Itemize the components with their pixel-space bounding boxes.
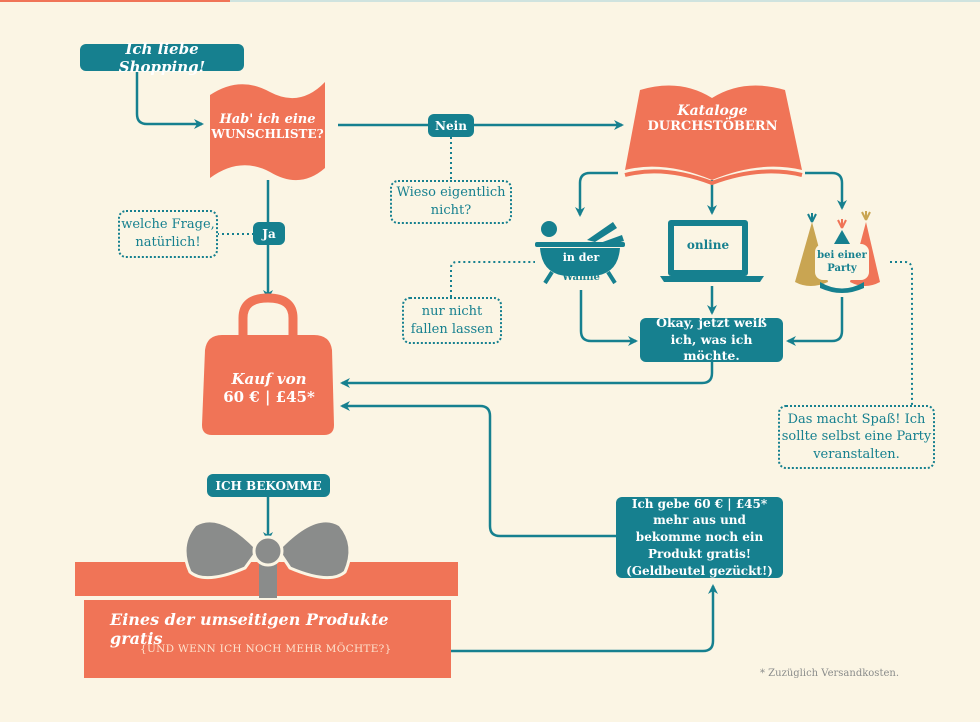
wishlist-flag-shape bbox=[210, 82, 325, 181]
gift-box bbox=[84, 600, 451, 678]
arrow-party-to-decided bbox=[786, 297, 844, 346]
question-line1: Hab' ich eine bbox=[219, 112, 316, 127]
bath-comment: nur nicht fallen lassen bbox=[402, 297, 502, 344]
purchase-line1: Kauf von bbox=[231, 370, 307, 388]
footnote: * Zuzüglich Versandkosten. bbox=[760, 668, 899, 679]
laptop-icon bbox=[660, 220, 764, 282]
no-label: Nein bbox=[428, 114, 474, 137]
wishlist-question: Hab' ich eine WUNSCHLISTE? bbox=[210, 112, 325, 141]
purchase-line2: 60 € | £45* bbox=[223, 388, 315, 406]
arrow-decided-to-bag bbox=[340, 362, 714, 388]
arrow-gift-to-more bbox=[450, 584, 718, 653]
shopping-bag-icon bbox=[202, 293, 334, 435]
arrow-bath-to-decided bbox=[579, 290, 638, 346]
arrow-catalog-to-bath bbox=[575, 171, 618, 217]
top-accent-line bbox=[230, 0, 980, 2]
catalog-node: Kataloge DURCHSTÖBERN bbox=[640, 103, 785, 134]
decided-node: Okay, jetzt weiß ich, was ich möchte. bbox=[640, 315, 783, 363]
receive-label: ICH BEKOMME bbox=[207, 474, 330, 497]
party-comment: Das macht Spaß! Ich sollte selbst eine P… bbox=[778, 405, 935, 469]
party-label: bei einer Party bbox=[815, 244, 869, 280]
arrow-more-to-bag bbox=[340, 401, 616, 538]
catalog-line1: Kataloge bbox=[677, 103, 748, 119]
catalog-line2: DURCHSTÖBERN bbox=[647, 119, 778, 134]
question-line2: WUNSCHLISTE? bbox=[211, 127, 324, 141]
no-comment: Wieso eigentlich nicht? bbox=[390, 180, 512, 224]
arrow-start-to-question bbox=[135, 70, 204, 129]
purchase-node: Kauf von 60 € | £45* bbox=[205, 370, 333, 406]
gift-title: Eines der umseitigen Produkte gratis bbox=[110, 610, 389, 648]
yes-label: Ja bbox=[253, 222, 285, 245]
bath-label-line2: Wanne bbox=[562, 272, 600, 283]
top-accent-line bbox=[0, 0, 230, 2]
yes-comment: welche Frage, natürlich! bbox=[118, 210, 218, 258]
gift-subtitle: {UND WENN ICH NOCH MEHR MÖCHTE?} bbox=[140, 643, 392, 655]
arrow-catalog-to-party bbox=[805, 171, 847, 210]
online-label: online bbox=[686, 238, 730, 252]
bath-label-line1: in der bbox=[562, 251, 600, 264]
start-node: Ich liebe Shopping! bbox=[80, 40, 244, 76]
more-node: Ich gebe 60 € | £45* mehr aus und bekomm… bbox=[616, 497, 783, 578]
bow-icon bbox=[183, 519, 352, 598]
catalog-book-shape bbox=[625, 85, 802, 180]
bathtub-icon bbox=[535, 221, 625, 285]
